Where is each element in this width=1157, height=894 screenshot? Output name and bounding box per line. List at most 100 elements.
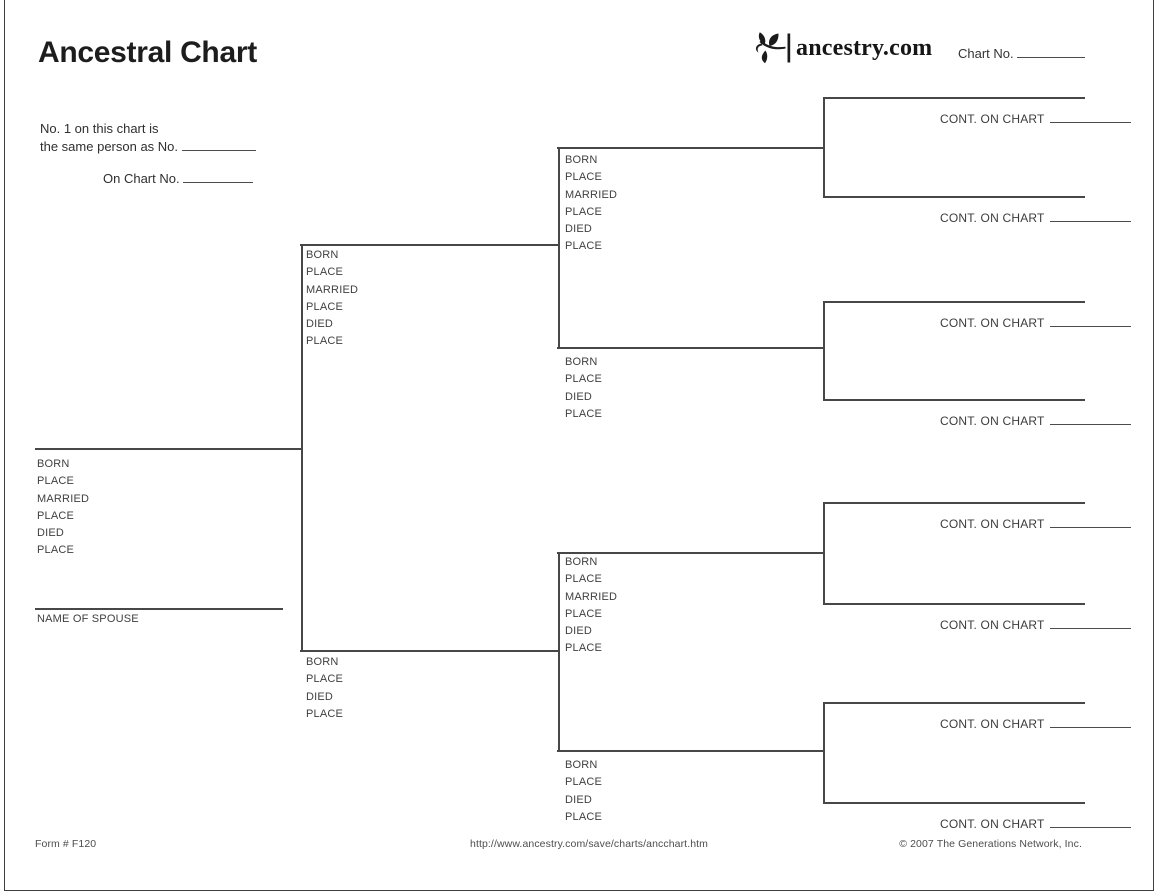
field-label: PLACE xyxy=(565,776,603,789)
person-1-fields: BORN PLACE MARRIED PLACE DIED PLACE xyxy=(37,456,89,560)
person-4-fields: BORN PLACE MARRIED PLACE DIED PLACE xyxy=(565,152,617,256)
field-label: PLACE xyxy=(306,707,344,720)
chart-no-label: Chart No. xyxy=(958,46,1014,61)
field-label: PLACE xyxy=(37,509,75,522)
ancestry-logo: ancestry.com xyxy=(752,32,932,64)
connector-gen4-2 xyxy=(823,301,825,399)
cont-label: CONT. ON CHART xyxy=(940,112,1045,126)
intro-line-2: the same person as No. xyxy=(40,138,256,156)
cont-on-chart-14: CONT. ON CHART xyxy=(940,716,1131,731)
person-5-fields: BORN PLACE DIED PLACE xyxy=(565,354,602,423)
line-person-8 xyxy=(823,97,1085,99)
cont-on-chart-13: CONT. ON CHART xyxy=(940,617,1131,632)
connector-gen4-1 xyxy=(823,97,825,196)
cont-on-chart-15: CONT. ON CHART xyxy=(940,816,1131,831)
intro-line-1: No. 1 on this chart is xyxy=(40,121,159,136)
line-person-14 xyxy=(823,702,1085,704)
cont-label: CONT. ON CHART xyxy=(940,717,1045,731)
person-2-fields: BORN PLACE MARRIED PLACE DIED PLACE xyxy=(306,247,358,351)
on-chart-no-blank xyxy=(183,171,254,183)
cont-label: CONT. ON CHART xyxy=(940,211,1045,225)
field-label: MARRIED xyxy=(565,188,618,201)
field-label: DIED xyxy=(565,390,593,403)
line-person-5 xyxy=(557,347,824,349)
cont-label: CONT. ON CHART xyxy=(940,316,1045,330)
cont-label: CONT. ON CHART xyxy=(940,618,1045,632)
cont-on-chart-12: CONT. ON CHART xyxy=(940,516,1131,531)
field-label: DIED xyxy=(37,527,65,540)
field-label: BORN xyxy=(565,556,598,568)
line-person-12 xyxy=(823,502,1085,504)
connector-gen3-maternal xyxy=(558,552,560,750)
chart-no-field: Chart No. xyxy=(958,46,1086,61)
on-chart-no-label: On Chart No. xyxy=(103,171,180,186)
intro-line-2-text: the same person as No. xyxy=(40,138,179,154)
ancestry-logo-text: ancestry.com xyxy=(796,34,933,61)
cont-chart-blank xyxy=(1049,816,1131,828)
cont-on-chart-9: CONT. ON CHART xyxy=(940,210,1131,225)
intro-note: No. 1 on this chart is the same person a… xyxy=(40,120,256,155)
field-label: PLACE xyxy=(306,673,344,686)
page-title: Ancestral Chart xyxy=(38,36,257,69)
person-7-fields: BORN PLACE DIED PLACE xyxy=(565,757,602,826)
line-person-10 xyxy=(823,301,1085,303)
cont-chart-blank xyxy=(1049,617,1131,629)
field-label: DIED xyxy=(565,223,593,236)
cont-on-chart-8: CONT. ON CHART xyxy=(940,111,1131,126)
field-label: PLACE xyxy=(565,205,603,218)
connector-gen3-paternal xyxy=(558,147,560,347)
field-label: DIED xyxy=(565,625,593,638)
field-label: PLACE xyxy=(37,475,75,488)
field-label: PLACE xyxy=(565,607,603,620)
ancestry-leaf-icon xyxy=(755,32,791,64)
spouse-label: NAME OF SPOUSE xyxy=(37,613,139,625)
footer-copyright: © 2007 The Generations Network, Inc. xyxy=(899,838,1082,850)
cont-label: CONT. ON CHART xyxy=(940,517,1045,531)
line-person-11 xyxy=(823,399,1085,401)
field-label: PLACE xyxy=(565,373,603,386)
field-label: BORN xyxy=(306,656,339,668)
field-label: BORN xyxy=(306,249,339,261)
field-label: MARRIED xyxy=(565,590,618,603)
cont-on-chart-10: CONT. ON CHART xyxy=(940,315,1131,330)
field-label: BORN xyxy=(37,458,70,470)
cont-chart-blank xyxy=(1049,716,1131,728)
line-person-6 xyxy=(557,552,824,554)
field-label: PLACE xyxy=(565,240,603,253)
field-label: PLACE xyxy=(306,300,344,313)
line-person-7 xyxy=(557,750,824,752)
cont-label: CONT. ON CHART xyxy=(940,817,1045,831)
person-6-fields: BORN PLACE MARRIED PLACE DIED PLACE xyxy=(565,554,617,658)
cont-chart-blank xyxy=(1049,210,1131,222)
line-person-9 xyxy=(823,196,1085,198)
person-3-fields: BORN PLACE DIED PLACE xyxy=(306,654,343,723)
field-label: BORN xyxy=(565,356,598,368)
field-label: BORN xyxy=(565,154,598,166)
same-person-no-blank xyxy=(181,139,256,151)
field-label: PLACE xyxy=(306,266,344,279)
line-spouse xyxy=(35,608,283,610)
field-label: PLACE xyxy=(565,407,603,420)
field-label: MARRIED xyxy=(37,492,90,505)
field-label: PLACE xyxy=(306,335,344,348)
cont-chart-blank xyxy=(1049,315,1131,327)
on-chart-no-field: On Chart No. xyxy=(103,171,254,186)
line-person-13 xyxy=(823,603,1085,605)
form-number: Form # F120 xyxy=(35,838,97,850)
footer-url: http://www.ancestry.com/save/charts/ancc… xyxy=(470,838,709,850)
field-label: PLACE xyxy=(37,544,75,557)
connector-gen4-4 xyxy=(823,702,825,802)
line-person-2 xyxy=(300,244,559,246)
field-label: DIED xyxy=(306,318,334,331)
connector-gen2 xyxy=(301,244,303,651)
cont-label: CONT. ON CHART xyxy=(940,414,1045,428)
line-person-4 xyxy=(557,147,824,149)
line-person-3 xyxy=(300,650,559,652)
cont-chart-blank xyxy=(1049,516,1131,528)
cont-chart-blank xyxy=(1049,111,1131,123)
cont-on-chart-11: CONT. ON CHART xyxy=(940,413,1131,428)
field-label: PLACE xyxy=(565,642,603,655)
chart-no-blank xyxy=(1017,46,1086,58)
connector-gen4-3 xyxy=(823,502,825,603)
